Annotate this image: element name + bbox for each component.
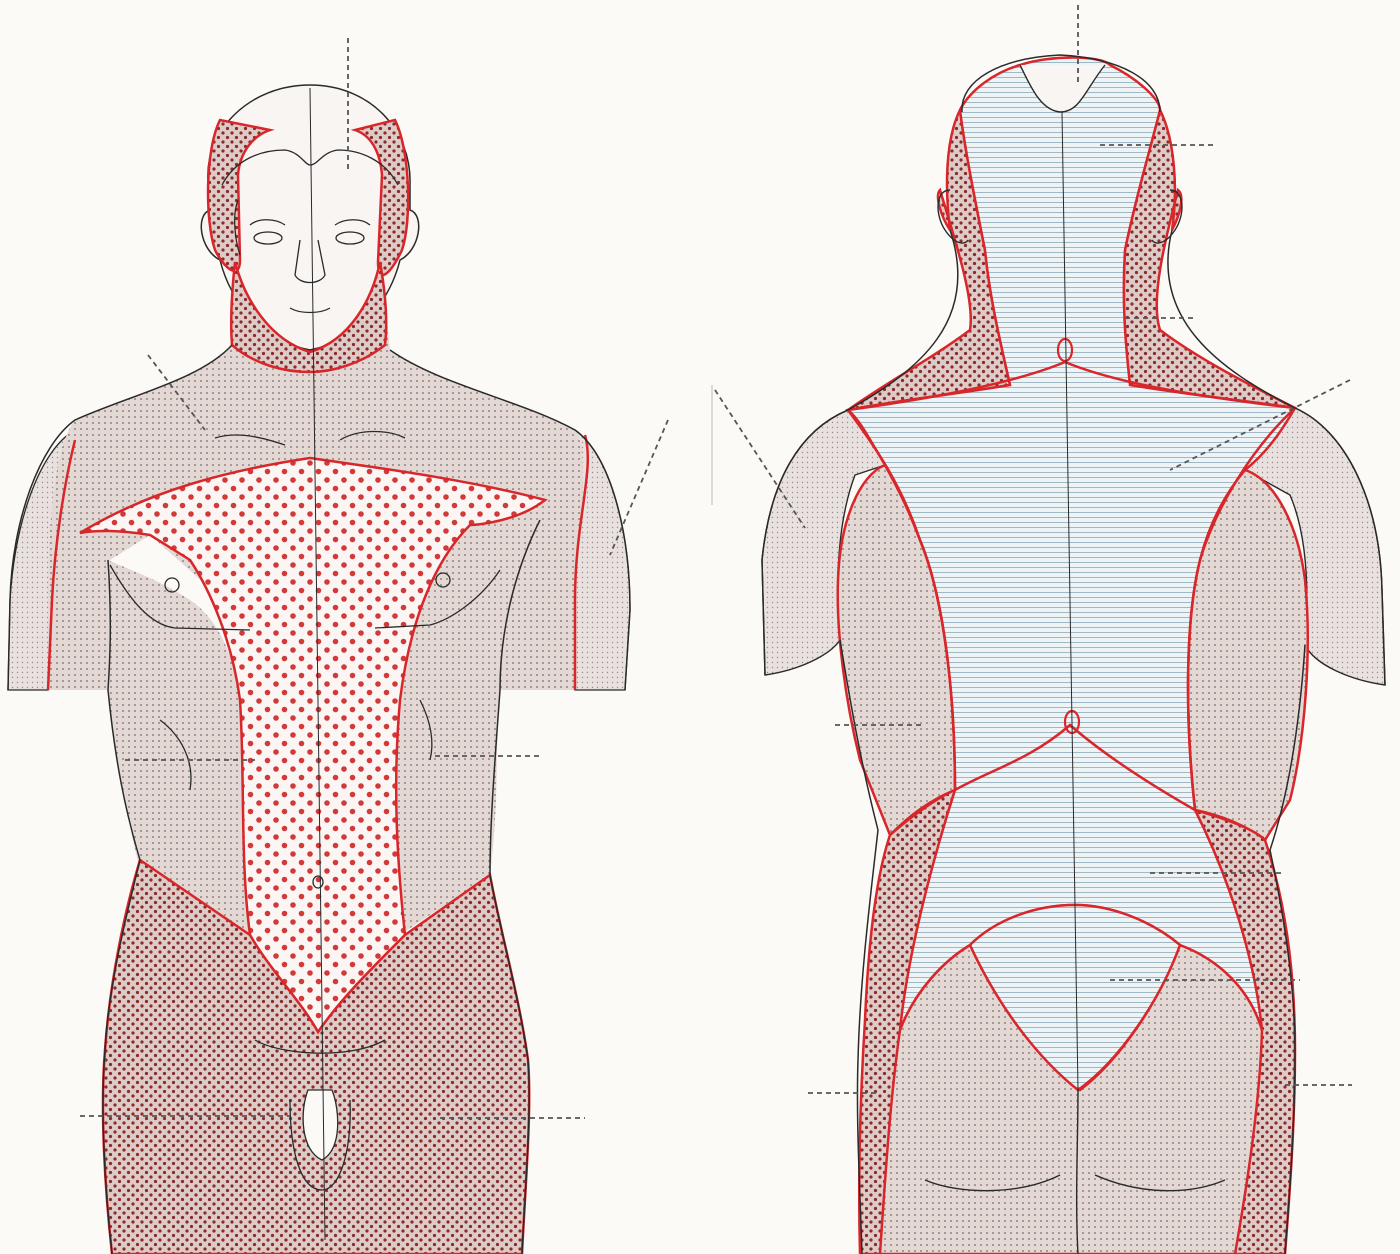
anterior-right-upper-arm-zone: [575, 430, 630, 690]
anterior-view: [8, 85, 630, 1254]
posterior-view: [762, 55, 1385, 1254]
